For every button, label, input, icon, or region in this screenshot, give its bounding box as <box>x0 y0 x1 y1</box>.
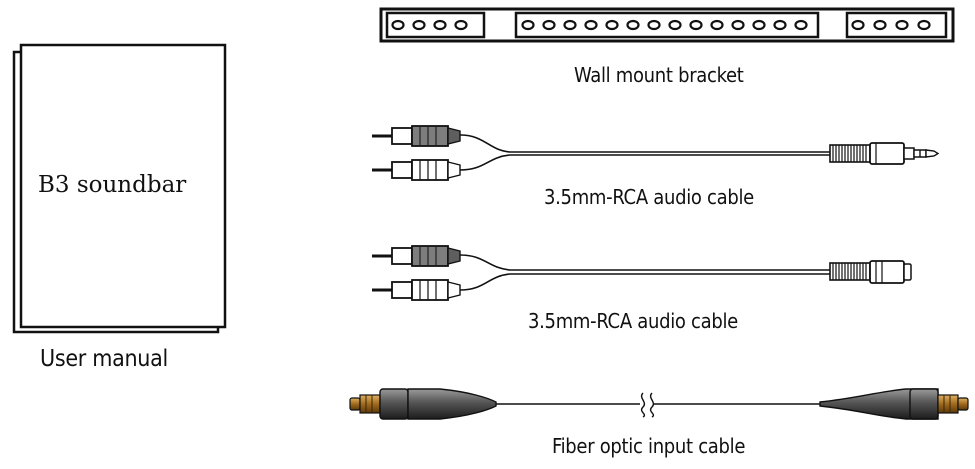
rca-cable-2-illustration <box>372 245 912 301</box>
bracket-hole <box>521 19 535 31</box>
rca-cable-1-wire-upper <box>459 134 830 153</box>
rca-plug-lower-white <box>372 159 461 181</box>
rca-cable-2-wire-upper <box>459 254 830 271</box>
manual-cover-title: B3 soundbar <box>38 172 187 198</box>
bracket-hole <box>873 19 887 31</box>
bracket-hole <box>731 19 745 31</box>
bracket-hole <box>563 19 577 31</box>
bracket-hole <box>412 19 426 31</box>
bracket-hole <box>689 19 703 31</box>
bracket-hole <box>895 19 909 31</box>
bracket-hole <box>668 19 682 31</box>
rca-plug-upper-gray <box>372 245 461 267</box>
rca-cable-1-wire-lower <box>459 154 830 171</box>
rca-plug-upper-gray <box>372 125 461 147</box>
wall-mount-bracket-illustration <box>379 7 955 43</box>
toslink-connector-right <box>819 388 969 420</box>
bracket-hole <box>542 19 556 31</box>
user-manual-caption: User manual <box>40 346 168 372</box>
3-5mm-male-plug <box>829 142 940 165</box>
cable-break-mark <box>640 392 646 418</box>
wall-mount-bracket-caption: Wall mount bracket <box>574 63 744 87</box>
bracket-hole <box>454 19 468 31</box>
bracket-segment-middle <box>514 11 820 39</box>
bracket-mounting-holes <box>391 19 931 31</box>
rca-cable-2-wire-lower <box>459 273 830 291</box>
bracket-hole <box>794 19 808 31</box>
fiber-optic-cable-illustration <box>349 388 969 420</box>
fiber-optic-cable-caption: Fiber optic input cable <box>552 434 746 458</box>
bracket-hole <box>917 19 931 31</box>
bracket-hole <box>605 19 619 31</box>
bracket-hole <box>391 19 405 31</box>
toslink-connector-left <box>349 388 497 420</box>
bracket-hole <box>851 19 865 31</box>
bracket-hole <box>647 19 661 31</box>
rca-plug-lower-white <box>372 279 461 301</box>
bracket-hole <box>710 19 724 31</box>
rca-cable-1-illustration <box>372 125 940 181</box>
bracket-hole <box>773 19 787 31</box>
bracket-hole <box>626 19 640 31</box>
bracket-hole <box>752 19 766 31</box>
user-manual-illustration <box>12 43 227 334</box>
rca-cable-1-caption: 3.5mm-RCA audio cable <box>544 185 754 209</box>
bracket-hole <box>433 19 447 31</box>
rca-cable-2-caption: 3.5mm-RCA audio cable <box>528 309 738 333</box>
manual-front-cover <box>19 43 227 329</box>
3-5mm-female-jack <box>829 260 912 284</box>
bracket-hole <box>584 19 598 31</box>
